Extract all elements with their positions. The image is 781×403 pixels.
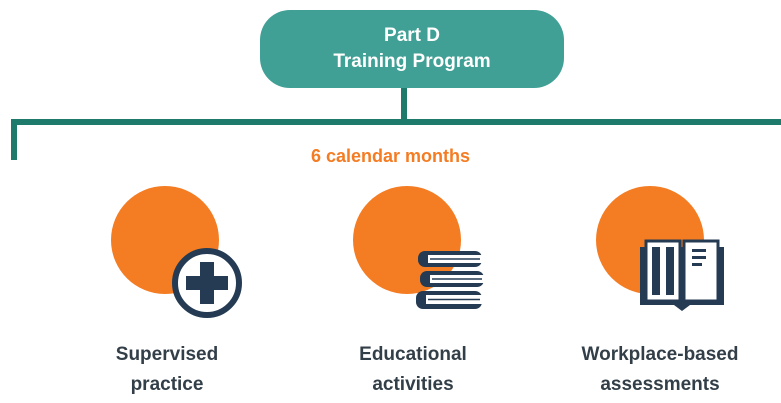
- item-workplace-based-assessments: Workplace-based assessments: [560, 186, 760, 396]
- item-educational-activities: Educational activities: [313, 186, 513, 396]
- open-book-icon: [640, 239, 724, 311]
- header-line-1: Part D: [384, 25, 440, 46]
- item-supervised-practice: Supervised practice: [67, 186, 267, 396]
- duration-label: 6 calendar months: [310, 146, 471, 166]
- books-icon: [416, 251, 484, 309]
- item-label: Educational activities: [359, 344, 467, 395]
- item-label: Supervised practice: [115, 344, 219, 395]
- header-line-2: Training Program: [333, 51, 491, 72]
- medical-cross-icon: [172, 248, 242, 318]
- program-header-box: Part D Training Program: [260, 10, 564, 88]
- item-label: Workplace-based assessments: [581, 344, 739, 395]
